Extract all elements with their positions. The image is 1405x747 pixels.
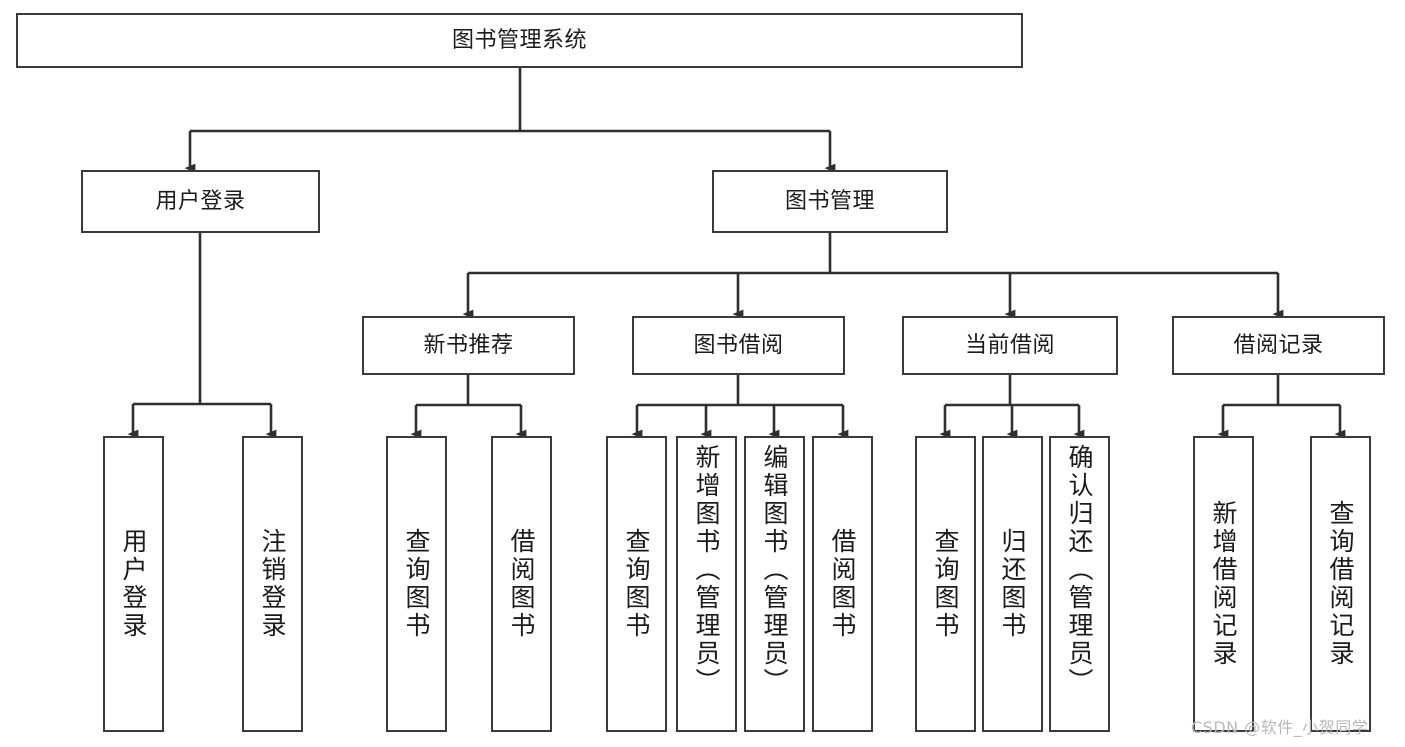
leaf-record-add-record[interactable]: 新增借阅记录 <box>1193 436 1254 732</box>
leaf-current-return-book[interactable]: 归还图书 <box>982 436 1043 732</box>
node-current-borrow[interactable]: 当前借阅 <box>902 316 1118 375</box>
node-label: 用户登录 <box>155 188 246 214</box>
node-borrow-record[interactable]: 借阅记录 <box>1172 316 1385 375</box>
node-label: 查询借阅记录 <box>1326 500 1355 668</box>
leaf-borrow-query-book[interactable]: 查询图书 <box>606 436 667 732</box>
node-label: 查询图书 <box>622 528 651 640</box>
node-label: 图书管理 <box>784 188 875 214</box>
node-label: 借阅记录 <box>1233 332 1324 358</box>
node-label: 图书借阅 <box>693 332 784 358</box>
node-label: 新增借阅记录 <box>1209 500 1238 668</box>
node-user-login[interactable]: 用户登录 <box>81 170 320 233</box>
node-label: 查询图书 <box>402 528 431 640</box>
node-label: 注销登录 <box>258 528 287 640</box>
leaf-borrow-edit-book-admin[interactable]: 编辑图书（管理员） <box>744 436 805 732</box>
leaf-borrow-add-book-admin[interactable]: 新增图书（管理员） <box>676 436 737 732</box>
node-root-system[interactable]: 图书管理系统 <box>16 13 1023 68</box>
leaf-borrow-borrow-book[interactable]: 借阅图书 <box>812 436 873 732</box>
node-label: 当前借阅 <box>964 332 1055 358</box>
node-label: 借阅图书 <box>828 528 857 640</box>
leaf-user-login-signin[interactable]: 用户登录 <box>103 436 164 732</box>
node-label: 借阅图书 <box>507 528 536 640</box>
csdn-watermark: CSDN @软件_小贺同学 <box>1191 718 1369 737</box>
leaf-current-query-book[interactable]: 查询图书 <box>915 436 976 732</box>
node-label: 归还图书 <box>998 528 1027 640</box>
leaf-user-login-signout[interactable]: 注销登录 <box>242 436 303 732</box>
node-label: 查询图书 <box>931 528 960 640</box>
node-label: 用户登录 <box>119 528 148 640</box>
node-new-book-recommend[interactable]: 新书推荐 <box>362 316 575 375</box>
node-label: 编辑图书（管理员） <box>760 444 789 696</box>
node-book-borrow[interactable]: 图书借阅 <box>632 316 845 375</box>
leaf-newbook-query-book[interactable]: 查询图书 <box>386 436 447 732</box>
node-label: 图书管理系统 <box>451 27 587 53</box>
leaf-record-query-record[interactable]: 查询借阅记录 <box>1310 436 1371 732</box>
node-label: 新增图书（管理员） <box>692 444 721 696</box>
node-label: 新书推荐 <box>423 332 514 358</box>
leaf-current-confirm-return-admin[interactable]: 确认归还（管理员） <box>1049 436 1110 732</box>
leaf-newbook-borrow-book[interactable]: 借阅图书 <box>491 436 552 732</box>
node-label: 确认归还（管理员） <box>1065 444 1094 696</box>
node-book-management[interactable]: 图书管理 <box>712 170 948 233</box>
